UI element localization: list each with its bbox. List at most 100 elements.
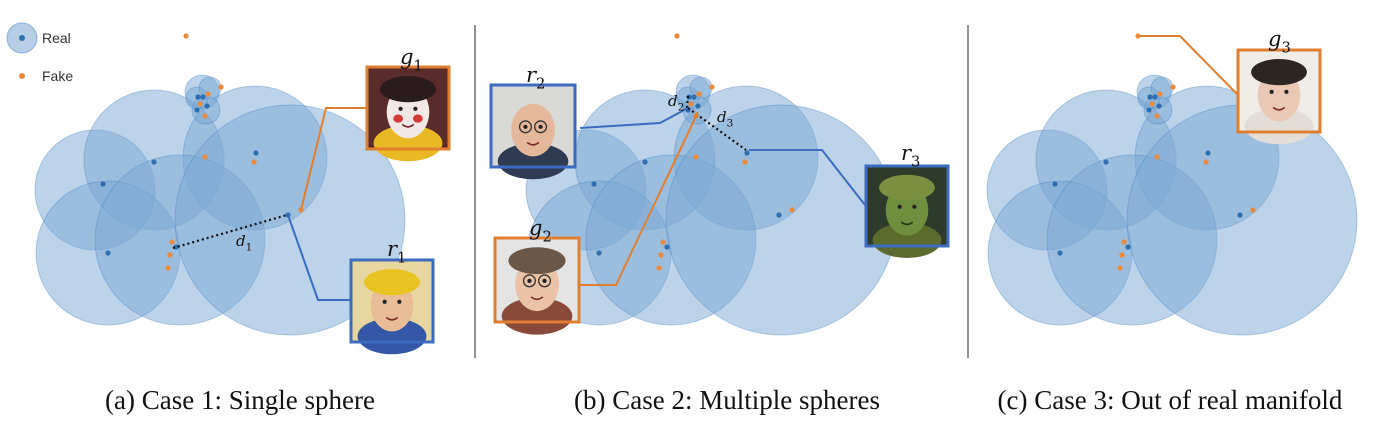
real-image-frame	[489, 83, 577, 169]
label-d3-base: d	[717, 108, 727, 126]
fake-point	[1149, 101, 1155, 107]
fake-point	[1154, 154, 1160, 160]
label-r2-sub: 2	[536, 75, 545, 92]
woman-glasses-photo	[493, 236, 581, 335]
distance-line	[685, 95, 690, 109]
label-g1-sub: 1	[413, 57, 422, 74]
distorted-face-photo	[1236, 48, 1322, 145]
real-point	[1237, 212, 1243, 218]
fake-point	[1119, 252, 1125, 258]
fake-point	[660, 239, 666, 245]
fake-point	[202, 154, 208, 160]
fake-point	[1121, 239, 1127, 245]
real-point	[1103, 159, 1109, 165]
fake-point	[709, 84, 715, 90]
fake-point	[656, 265, 662, 271]
real-connector	[579, 107, 689, 129]
fake-point	[251, 159, 257, 165]
real-point	[744, 150, 750, 156]
fake-point	[688, 101, 694, 107]
label-g3-sub: 3	[1281, 39, 1290, 56]
real-point	[105, 250, 111, 256]
label-r1: r1	[387, 237, 406, 266]
fake-point	[789, 207, 795, 213]
real-point	[200, 94, 206, 100]
label-r1-base: r	[387, 237, 399, 261]
caption-case-3: (c) Case 3: Out of real manifold	[997, 385, 1343, 415]
real-point	[776, 212, 782, 218]
real-point	[1152, 94, 1158, 100]
real-point	[1125, 244, 1131, 250]
label-d2: d2	[668, 92, 684, 114]
real-point	[596, 250, 602, 256]
label-g2: g2	[529, 216, 552, 245]
label-d1-sub: 1	[246, 242, 253, 254]
label-d2-base: d	[668, 92, 678, 110]
label-d3-sub: 3	[727, 118, 734, 130]
fake-point	[218, 84, 224, 90]
fake-point	[1154, 113, 1160, 119]
real-point	[1205, 150, 1211, 156]
label-r1-sub: 1	[397, 249, 406, 266]
fake-point	[202, 113, 208, 119]
real-image-frame	[864, 164, 950, 248]
real-point	[253, 150, 259, 156]
panel-case-1	[34, 33, 451, 355]
fake-image-frame	[365, 65, 451, 151]
label-g1: g1	[400, 45, 423, 74]
fake-point	[197, 101, 203, 107]
fake-point	[1135, 33, 1141, 39]
real-point	[1147, 94, 1153, 100]
label-g2-base: g	[529, 216, 542, 240]
fake-point	[1170, 84, 1176, 90]
real-point	[664, 244, 670, 250]
real-point	[642, 159, 648, 165]
fake-connector	[1140, 35, 1239, 96]
label-r3: r3	[901, 141, 920, 170]
fake-connector	[300, 107, 368, 211]
fake-point	[693, 154, 699, 160]
legend-fake-dot	[19, 73, 25, 79]
label-d1: d1	[236, 232, 252, 254]
label-d2-sub: 2	[678, 102, 685, 114]
caption-case-2: (b) Case 2: Multiple spheres	[574, 385, 880, 415]
real-point	[100, 181, 106, 187]
label-g1-base: g	[400, 45, 413, 69]
real-point	[194, 107, 200, 113]
label-d3: d3	[717, 108, 733, 130]
fake-point	[696, 91, 702, 97]
legend-fake-label: Fake	[42, 68, 73, 84]
real-connector	[287, 214, 351, 301]
legend: Real Fake	[6, 22, 73, 84]
fake-point	[167, 252, 173, 258]
label-r2: r2	[526, 63, 545, 92]
real-point	[1057, 250, 1063, 256]
label-g2-sub: 2	[542, 228, 551, 245]
fake-image-frame	[493, 236, 581, 324]
label-r3-sub: 3	[911, 153, 920, 170]
caption-case-1: (a) Case 1: Single sphere	[105, 385, 375, 415]
real-point	[1052, 181, 1058, 187]
fake-point	[674, 33, 680, 39]
real-point	[1146, 107, 1152, 113]
fake-point	[205, 91, 211, 97]
painted-face-photo	[365, 65, 451, 162]
real-point	[1156, 103, 1162, 109]
fake-point	[169, 239, 175, 245]
man-glasses-photo	[489, 83, 577, 180]
fake-image-frame	[1236, 48, 1322, 134]
fake-point	[1117, 265, 1123, 271]
fake-point	[1157, 91, 1163, 97]
fake-point	[165, 265, 171, 271]
real-point	[151, 159, 157, 165]
fake-point	[742, 159, 748, 165]
label-r2-base: r	[526, 63, 538, 87]
green-face-photo	[864, 164, 950, 258]
real-point	[695, 103, 701, 109]
label-g3-base: g	[1268, 27, 1281, 51]
panel-case-3	[986, 33, 1358, 336]
real-point	[195, 94, 201, 100]
legend-real-dot	[19, 35, 25, 41]
